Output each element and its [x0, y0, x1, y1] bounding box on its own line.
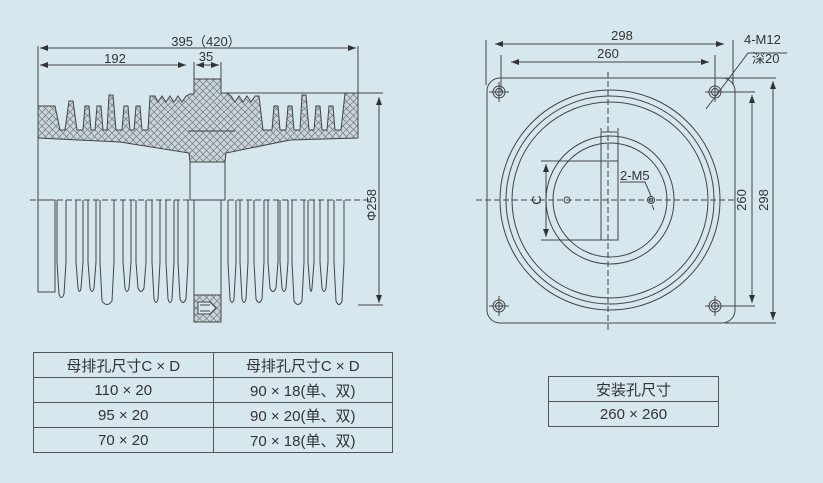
dim-total-label: 395（420） — [171, 34, 240, 49]
table-cell: 110 × 20 — [33, 377, 214, 403]
small-hole-icon — [563, 196, 571, 204]
mounting-hole-icon — [489, 296, 509, 316]
side-view — [30, 45, 383, 323]
table-row: 260 × 260 — [548, 401, 719, 427]
dim-c-label: C — [529, 195, 544, 204]
insulator-shed — [267, 200, 279, 292]
mounting-hole-table: 安装孔尺寸 260 × 260 — [548, 376, 719, 427]
insulator-shed — [319, 200, 329, 292]
insulator-shed — [87, 200, 97, 292]
insulator-shed — [279, 200, 289, 292]
table-cell: 70 × 18(单、双) — [212, 427, 393, 453]
insulator-shed — [75, 200, 84, 292]
insulator-sheds — [56, 200, 345, 305]
insulator-shed — [239, 200, 249, 303]
table-row: 70 × 20 70 × 18(单、双) — [33, 427, 393, 453]
busbar-slot — [600, 131, 619, 241]
table-cell: 90 × 20(单、双) — [212, 402, 393, 428]
insulator-shed — [227, 200, 237, 303]
table-cell: 70 × 20 — [33, 427, 214, 453]
insulator-section-hatched — [37, 78, 359, 163]
table-header-row: 安装孔尺寸 — [548, 376, 719, 402]
insulator-end-block — [37, 199, 56, 293]
dim-width-outer-label: 298 — [611, 28, 633, 43]
insulator-shed — [291, 200, 305, 305]
table-cell: 95 × 20 — [33, 402, 214, 428]
table-cell: 260 × 260 — [548, 401, 719, 427]
table-header-row: 母排孔尺寸C × D 母排孔尺寸C × D — [33, 352, 393, 378]
insulator-shed — [307, 200, 315, 292]
mount-hole-label: 4-M12 — [744, 32, 781, 47]
insulator-shed — [135, 200, 147, 292]
mounting-hole-icon — [489, 82, 509, 102]
table-cell: 90 × 18(单、双) — [212, 377, 393, 403]
insulator-shed — [165, 200, 175, 303]
dim-width-holes-label: 260 — [597, 46, 619, 61]
insulator-shed — [56, 200, 67, 298]
small-hole-label: 2-M5 — [620, 168, 650, 183]
front-view — [476, 40, 787, 330]
dim-stub-label: 35 — [199, 49, 213, 64]
small-hole-icon — [647, 196, 655, 204]
insulator-shed — [333, 200, 345, 305]
mounting-hole-icon — [705, 296, 725, 316]
dim-height-outer-label: 298 — [756, 189, 771, 211]
table-header: 母排孔尺寸C × D — [33, 352, 214, 378]
dim-diameter-label: Φ258 — [364, 189, 379, 221]
table-header: 安装孔尺寸 — [548, 376, 719, 402]
dim-height-holes-label: 260 — [734, 189, 749, 211]
insulator-shed — [122, 200, 132, 292]
table-header: 母排孔尺寸C × D — [212, 352, 393, 378]
busbar-hole-table: 母排孔尺寸C × D 母排孔尺寸C × D 110 × 20 90 × 18(单… — [33, 352, 393, 453]
mounting-hole-icon — [705, 82, 725, 102]
table-row: 95 × 20 90 × 20(单、双) — [33, 402, 393, 428]
insulator-shed — [253, 200, 265, 303]
mount-hole-depth: 深20 — [752, 51, 779, 66]
insulator-shed — [177, 200, 189, 303]
insulator-shed — [151, 200, 161, 303]
insulator-shed — [99, 200, 115, 305]
dim-left-label: 192 — [104, 51, 126, 66]
table-row: 110 × 20 90 × 18(单、双) — [33, 377, 393, 403]
